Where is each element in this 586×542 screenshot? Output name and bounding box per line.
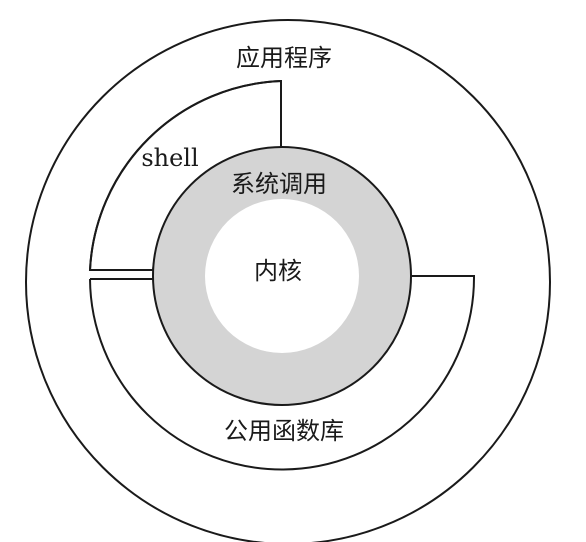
- shell-label: shell: [141, 144, 198, 172]
- applications-label: 应用程序: [236, 44, 332, 72]
- applications-ring: [25, 19, 551, 542]
- shell-outer-arc: [89, 80, 282, 271]
- library-routines-label: 公用函数库: [224, 417, 344, 445]
- system-calls-label: 系统调用: [231, 170, 327, 198]
- kernel-label: 内核: [254, 257, 302, 285]
- kernel-core: [205, 199, 359, 353]
